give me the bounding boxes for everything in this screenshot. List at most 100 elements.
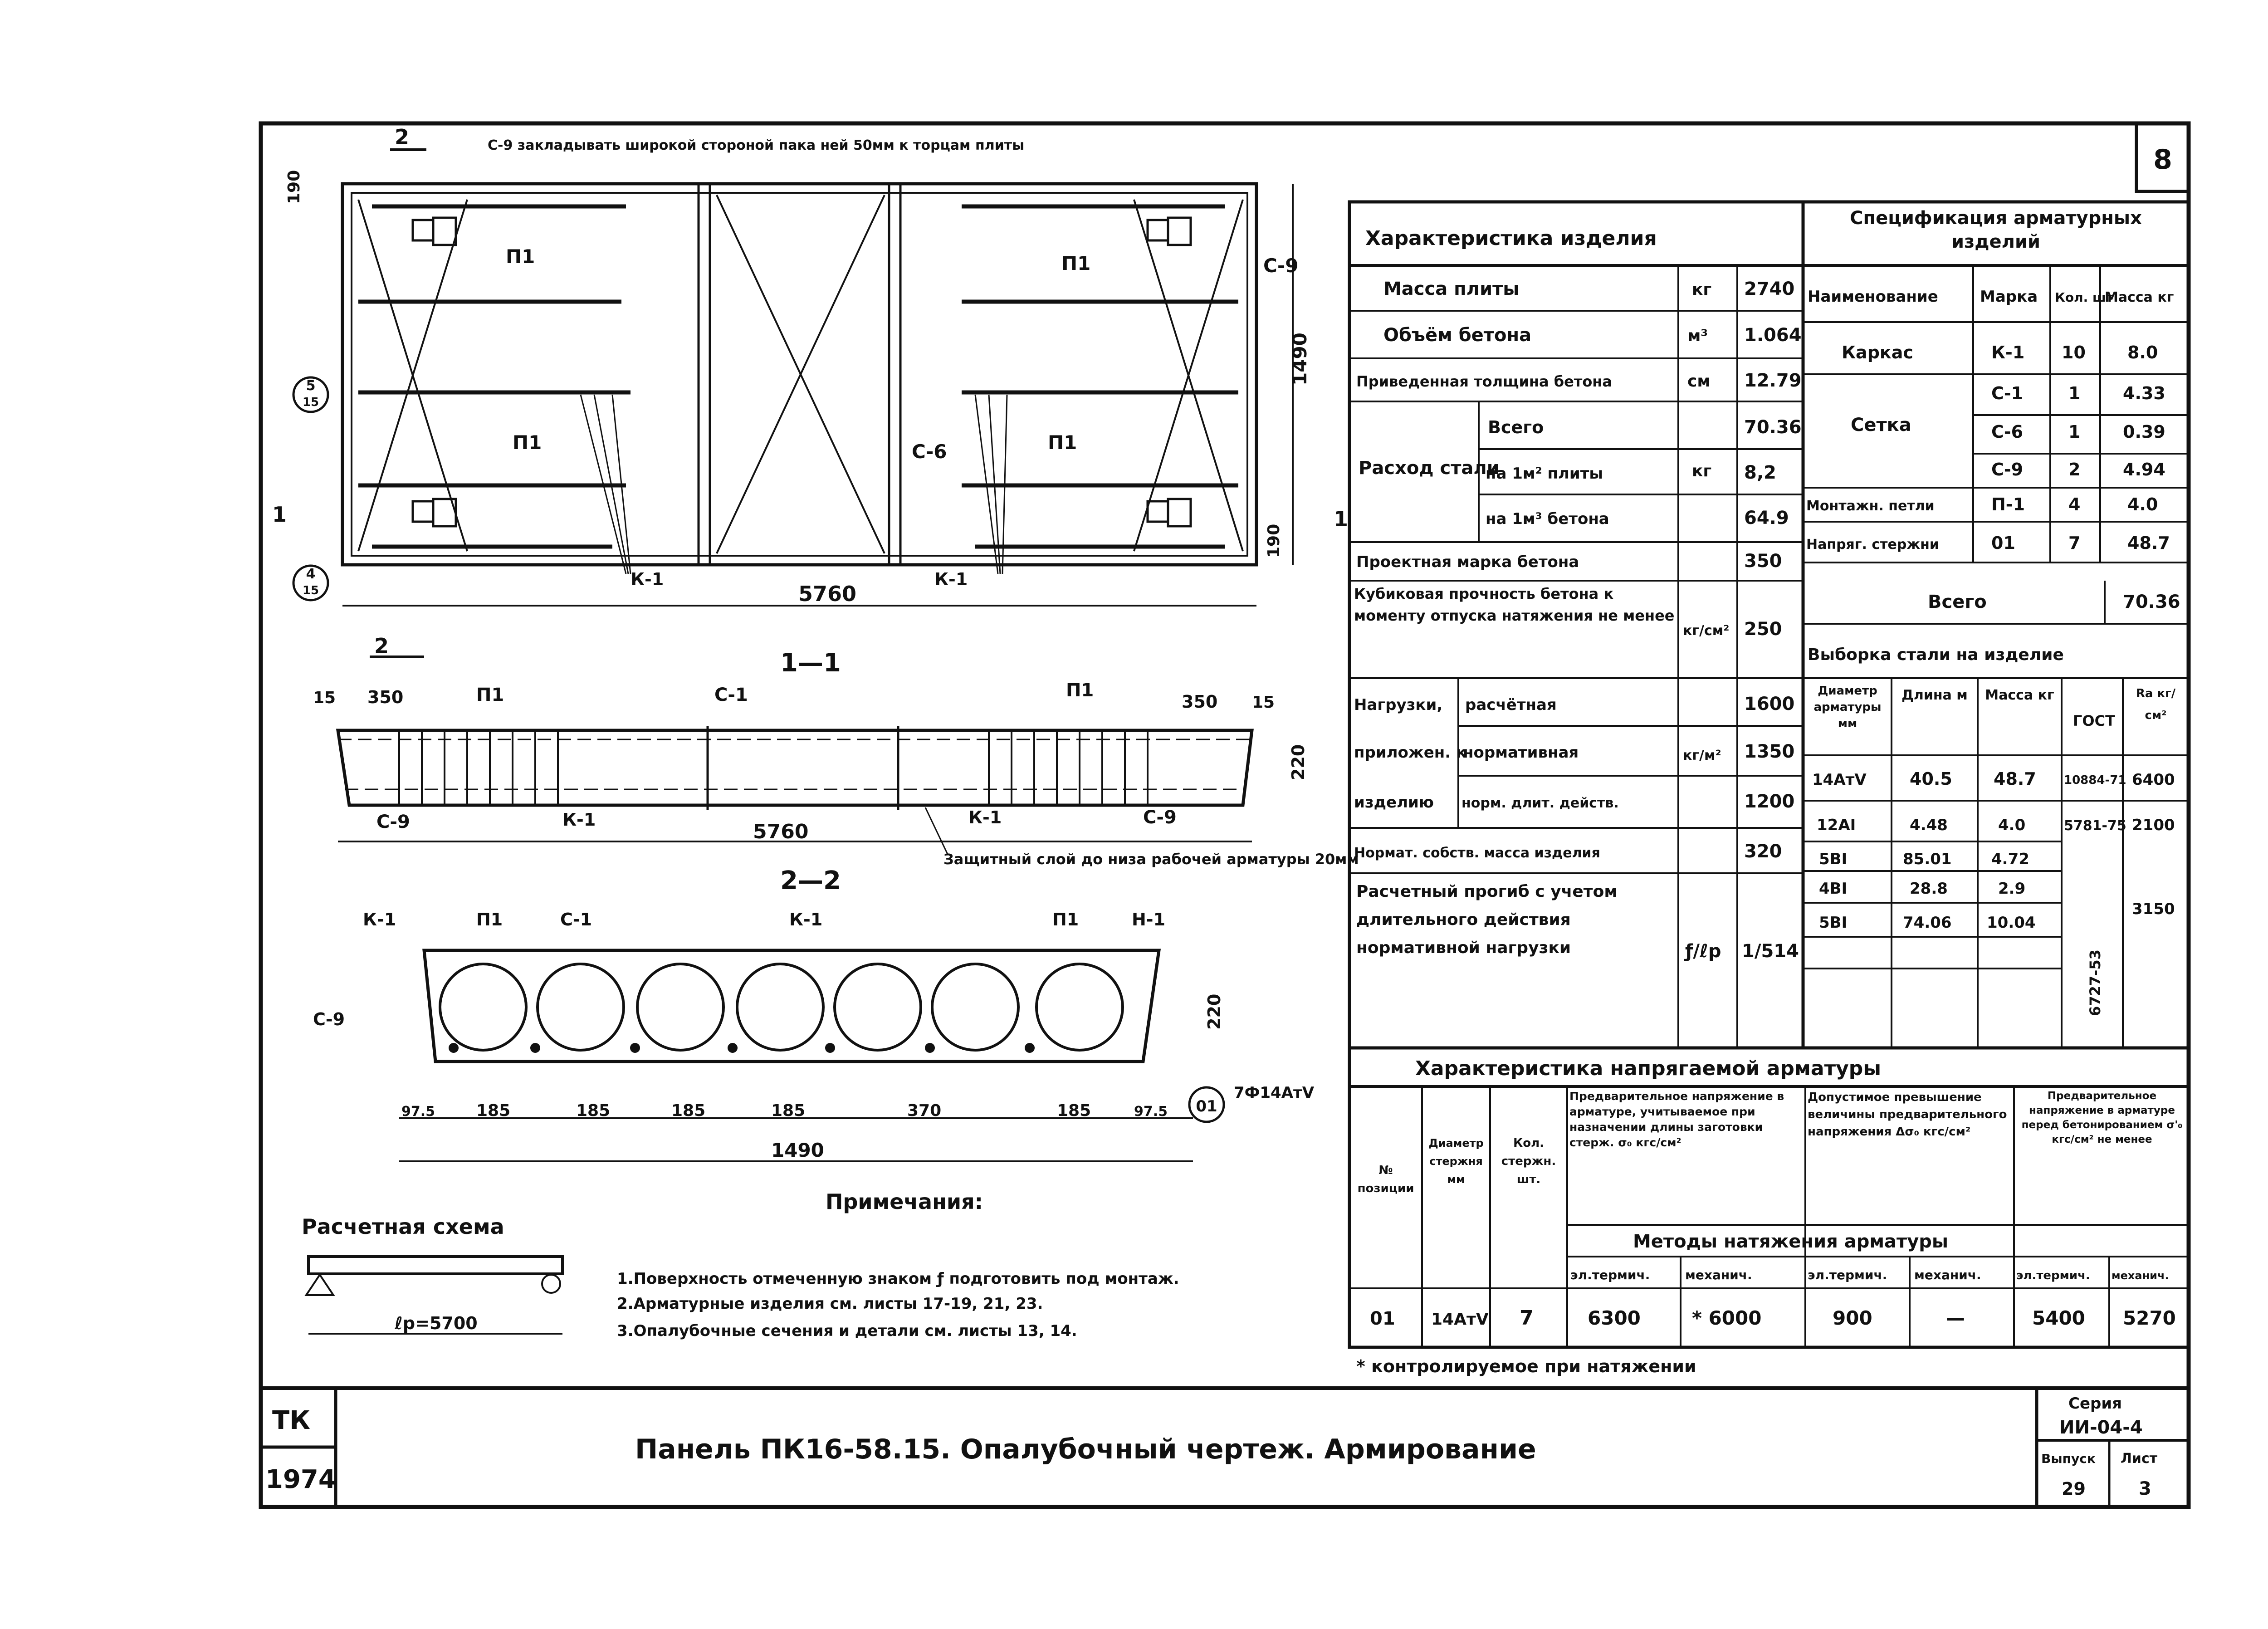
dim-220-sec: 220 (1288, 744, 1308, 780)
product-row-selfmass: Нормат. собств. масса изделия (1354, 845, 1600, 861)
notes-block: Примечания: 1.Поверхность отмеченную зна… (617, 1189, 1179, 1340)
product-row-thickness: Приведенная толщина бетона (1356, 373, 1612, 390)
loads-label-1: Нагрузки, (1354, 696, 1442, 714)
pr-pos: 01 (1370, 1308, 1395, 1329)
sel-r0-gost: 10884-71 (2064, 773, 2126, 787)
strength-unit: кг/см² (1683, 623, 1729, 639)
steel-row-m2-value: 8,2 (1744, 462, 1776, 483)
dim-15-right: 15 (1252, 693, 1275, 712)
label-c6-plan: С-6 (912, 440, 947, 463)
sheet-number-box (2135, 122, 2190, 193)
spec-title: Спецификация арматурных изделий (1850, 208, 2142, 252)
spec-r1-mass: 4.33 (2123, 383, 2165, 403)
label-p1-a: П1 (506, 245, 535, 268)
section-mark-1-right: 1 (1334, 507, 1348, 531)
product-row-volume: Объём бетона (1383, 325, 1531, 346)
dim-185-a: 185 (476, 1101, 510, 1120)
dim-5760-sec: 5760 (753, 820, 808, 843)
sel-r4-len: 74.06 (1903, 914, 1952, 932)
prestress-table: Характеристика напрягаемой арматуры № по… (1348, 1046, 2190, 1376)
loads-label-3: изделию (1354, 793, 1434, 812)
steel-row-m3-value: 64.9 (1744, 508, 1789, 528)
spec-r3-qty: 2 (2068, 460, 2080, 479)
prestress-h-diam: Диаметр стержня мм (1428, 1137, 1484, 1186)
spec-r1-name: Сетка (1851, 415, 1911, 435)
steel-row-m2: на 1м² плиты (1486, 465, 1603, 483)
spec-r4-name: Монтажн. петли (1806, 498, 1935, 514)
label-c9-sec-a: С-9 (376, 812, 410, 832)
spec-r5-mark: 01 (1991, 533, 2015, 553)
steel-unit: кг (1692, 462, 1711, 480)
notes-title: Примечания: (826, 1189, 983, 1214)
label-k1-sec-a: К-1 (562, 810, 596, 830)
sel-r1-len: 4.48 (1910, 816, 1948, 834)
rebar-callout: 01 (1196, 1097, 1217, 1115)
label-p1-b: П1 (513, 431, 542, 454)
plan-note: С-9 закладывать широкой стороной пака не… (488, 137, 1024, 153)
spec-r3-mass: 4.94 (2123, 460, 2165, 479)
dim-97-right: 97.5 (1134, 1104, 1168, 1120)
prestress-h-delta: Допустимое превышение величины предварит… (1808, 1091, 2007, 1139)
product-row-selfmass-value: 320 (1744, 841, 1782, 862)
product-row-mass: Масса плиты (1383, 279, 1519, 299)
spec-r4-qty: 4 (2068, 494, 2080, 514)
label-k1-sec-b: К-1 (968, 807, 1002, 827)
pr-b-mech: 5270 (2123, 1307, 2176, 1329)
pr-b-el: 5400 (2032, 1307, 2085, 1329)
dim-5760-plan: 5760 (798, 582, 856, 606)
callout-5-sheet: 15 (303, 396, 319, 409)
plan-view: П1 П1 П1 П1 С-9 С-6 К-1 К-1 С-9 закладыв… (272, 125, 1348, 607)
sel-r3-len: 28.8 (1910, 880, 1948, 898)
dim-190-bottom: 190 (1265, 524, 1283, 558)
steel-label: Расход стали (1359, 458, 1500, 479)
select-h-mass: Масса кг (1985, 687, 2054, 703)
pr-s-el: 6300 (1588, 1307, 1641, 1329)
section-2-2: 2—2 К-1 П1 С-1 К-1 П1 Н-1 С-9 220 97.5 1… (313, 866, 1315, 1162)
spec-r4-mass: 4.0 (2127, 494, 2158, 514)
section-mark-2-top: 2 (395, 125, 409, 149)
steel-row-total: Всего (1488, 417, 1544, 437)
method-mech-1: механич. (1685, 1267, 1752, 1282)
spec-r2-mass: 0.39 (2123, 422, 2165, 442)
label-c1-sec: С-1 (714, 685, 748, 705)
dim-185-e: 185 (1057, 1101, 1091, 1120)
label-k1-22-mid: К-1 (789, 910, 822, 929)
select-h-diam: Диаметр арматуры мм (1813, 684, 1882, 730)
dim-190-top: 190 (285, 170, 303, 204)
spec-h-mark: Марка (1980, 288, 2038, 306)
prestress-methods: Методы натяжения арматуры (1633, 1231, 1948, 1252)
note-3: 3.Опалубочные сечения и детали см. листы… (617, 1322, 1077, 1340)
spec-h-mass: Масса кг (2105, 289, 2174, 305)
callout-4-sheet: 15 (303, 584, 319, 597)
load-long: норм. длит. действ. (1461, 795, 1619, 811)
product-row-mass-unit: кг (1692, 280, 1711, 299)
prestress-title: Характеристика напрягаемой арматуры (1415, 1057, 1881, 1080)
sel-r0-ra: 6400 (2132, 771, 2175, 789)
label-p1-22-left: П1 (476, 910, 503, 929)
pr-qty: 7 (1520, 1306, 1534, 1330)
deflection-value: 1/514 (1742, 941, 1799, 962)
dim-185-d: 185 (771, 1101, 805, 1120)
protective-layer-note: Защитный слой до низа рабочей арматуры 2… (943, 851, 1359, 868)
label-p1-d: П1 (1048, 431, 1077, 454)
steel-row-total-value: 70.36 (1744, 417, 1802, 438)
sheet-number: 8 (2153, 144, 2172, 176)
spec-r1-mark: С-1 (1991, 383, 2023, 403)
issue-label: Выпуск (2041, 1451, 2096, 1466)
dim-97-left: 97.5 (401, 1104, 435, 1120)
label-p1-sec-a: П1 (476, 685, 504, 705)
spec-r5-mass: 48.7 (2127, 533, 2170, 553)
pr-d-el: 900 (1833, 1307, 1872, 1329)
label-c9-sec-b: С-9 (1143, 807, 1177, 828)
product-row-mass-value: 2740 (1744, 279, 1794, 299)
deflection-unit: ƒ/ℓр (1684, 941, 1721, 962)
load-design-value: 1600 (1744, 694, 1794, 714)
prestress-h-qty: Кол. стержн. шт. (1501, 1136, 1556, 1186)
stamp-tk: ТК (272, 1406, 310, 1435)
select-h-len: Длина м (1901, 687, 1968, 703)
spec-r5-name: Напряг. стержни (1806, 537, 1939, 553)
select-h-ra: Rа кг/см² (2136, 687, 2176, 722)
dim-185-c: 185 (671, 1101, 705, 1120)
label-c1-22: С-1 (560, 910, 592, 929)
